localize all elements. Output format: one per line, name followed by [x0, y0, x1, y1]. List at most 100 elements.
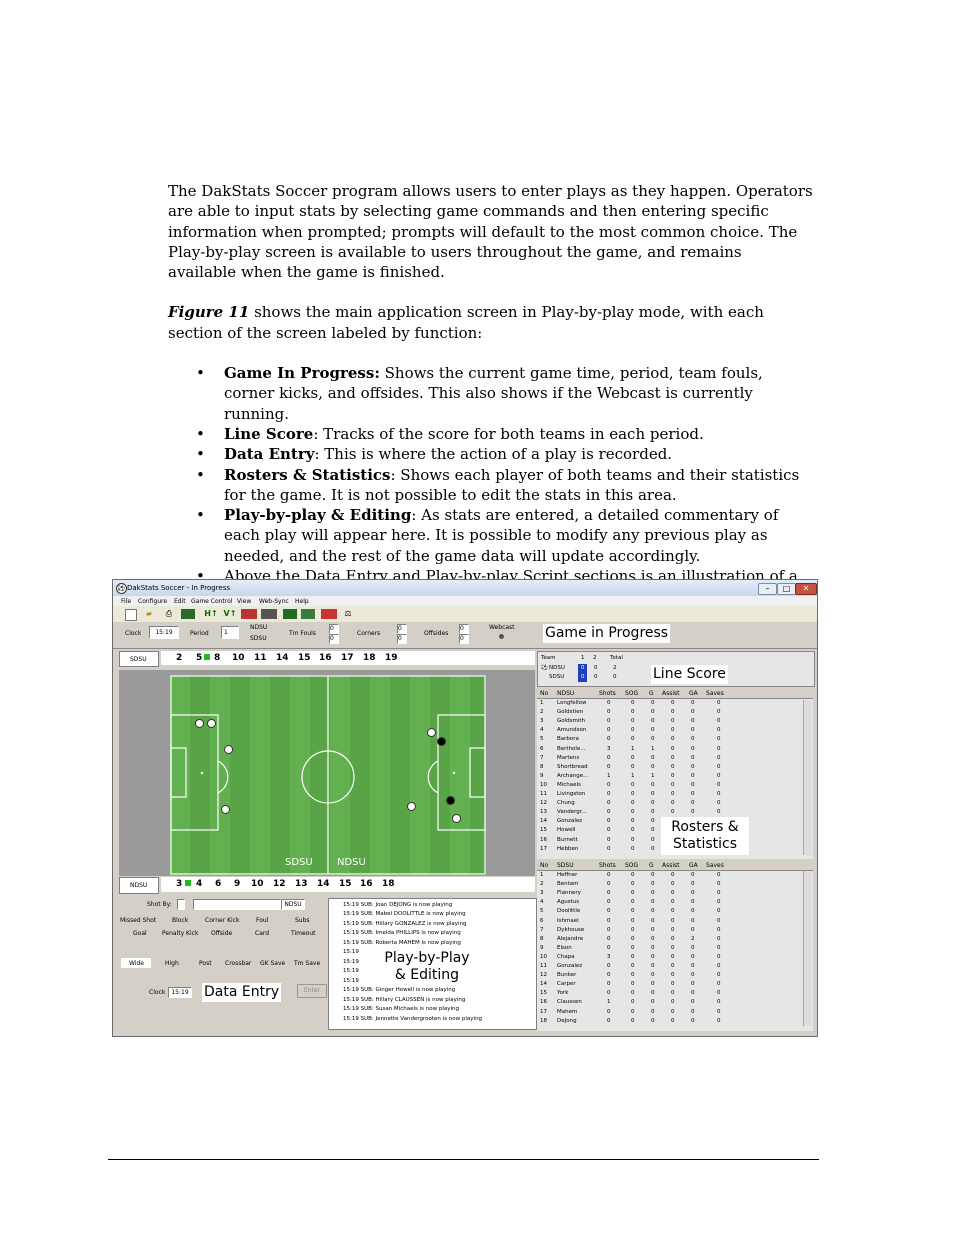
shot-marker[interactable]	[452, 814, 461, 823]
soccer-field[interactable]	[170, 675, 486, 875]
player-number[interactable]: 16	[360, 879, 373, 889]
col-no[interactable]: No	[540, 690, 549, 697]
player-number[interactable]: 18	[382, 879, 395, 889]
list-item[interactable]: 15:19 SUB: Joan DEJONG is now playing	[343, 902, 453, 908]
player-number[interactable]: 13	[295, 879, 308, 889]
play-by-play-list[interactable]: 15:19 SUB: Joan DEJONG is now playing 15…	[328, 898, 537, 1030]
player-number[interactable]: 11	[254, 653, 267, 663]
list-item[interactable]: 15:19	[343, 949, 359, 955]
shot-marker[interactable]	[224, 745, 233, 754]
player-number[interactable]: 18	[363, 653, 376, 663]
list-item[interactable]: 15:19 SUB: Roberta MAHEM is now playing	[343, 940, 461, 946]
field-icon[interactable]	[283, 609, 297, 619]
post-button[interactable]: Post	[199, 960, 212, 967]
player-number[interactable]: 4	[196, 879, 203, 889]
menu-configure[interactable]: Configure	[138, 598, 168, 605]
list-item[interactable]: 15:19 SUB: Susan Michaels is now playing	[343, 1006, 460, 1012]
list-item[interactable]: 15:19 SUB: Mabel DOOLITTLE is now playin…	[343, 911, 466, 917]
col-assist[interactable]: Assist	[662, 690, 680, 697]
player-number[interactable]: 17	[341, 653, 354, 663]
shot-marker[interactable]	[427, 728, 436, 737]
shot-marker[interactable]	[407, 802, 416, 811]
stats-icon[interactable]	[261, 609, 277, 619]
clock-input[interactable]: 15:19	[168, 987, 192, 998]
wide-button[interactable]: Wide	[129, 960, 144, 967]
col-sog[interactable]: SOG	[625, 690, 639, 697]
list-item[interactable]: 15:19 SUB: Imelda PHILLIPS is now playin…	[343, 930, 461, 936]
player-number[interactable]: 10	[232, 653, 245, 663]
gk-save-button[interactable]: GK Save	[260, 960, 286, 967]
corner-kick-button[interactable]: Corner Kick	[205, 917, 240, 924]
col-ga[interactable]: GA	[689, 862, 698, 869]
list-item[interactable]: 15:19	[343, 978, 359, 984]
shot-marker[interactable]	[221, 805, 230, 814]
player-number[interactable]: 15	[339, 879, 352, 889]
menu-web-sync[interactable]: Web-Sync	[259, 598, 289, 605]
list-item[interactable]: 15:19 SUB: Ginger Howell is now playing	[343, 987, 456, 993]
col-g[interactable]: G	[649, 690, 654, 697]
open-folder-icon[interactable]: ▰	[145, 609, 153, 618]
col-shots[interactable]: Shots	[599, 690, 616, 697]
player-number[interactable]: 14	[317, 879, 330, 889]
col-g[interactable]: G	[649, 862, 654, 869]
menu-file[interactable]: File	[121, 598, 132, 605]
lineup-icon[interactable]	[301, 609, 315, 619]
player-number[interactable]: 16	[319, 653, 332, 663]
stat-sheet-icon[interactable]	[321, 609, 337, 619]
subs-button[interactable]: Subs	[295, 917, 310, 924]
player-number[interactable]: 8	[214, 653, 221, 663]
scoreboard-icon[interactable]	[241, 609, 257, 619]
player-number[interactable]: 12	[273, 879, 286, 889]
player-number[interactable]: 15	[298, 653, 311, 663]
list-item[interactable]: 15:19 SUB: Hillary CLAUSSEN is now playi…	[343, 997, 466, 1003]
missed-shot-button[interactable]: Missed Shot	[120, 917, 157, 924]
tm-save-button[interactable]: Tm Save	[294, 960, 321, 967]
visitor-up-icon[interactable]: V↑	[223, 609, 237, 618]
goal-button[interactable]: Goal	[133, 930, 147, 937]
offside-button[interactable]: Offside	[211, 930, 233, 937]
shot-by-team[interactable]: NDSU	[281, 899, 305, 910]
sdsu-scrollbar[interactable]	[803, 871, 812, 1026]
shot-marker[interactable]	[207, 719, 216, 728]
col-no[interactable]: No	[540, 862, 549, 869]
player-number[interactable]: 3	[176, 879, 183, 889]
list-item[interactable]: 15:19 SUB: Hillary GONZALEZ is now playi…	[343, 921, 467, 927]
player-number[interactable]: 6	[215, 879, 222, 889]
top-team-box[interactable]: SDSU	[119, 651, 159, 667]
list-item[interactable]: 15:19	[343, 959, 359, 965]
col-saves[interactable]: Saves	[706, 862, 724, 869]
home-up-icon[interactable]: H↑	[204, 609, 218, 618]
goal-marker[interactable]	[446, 796, 455, 805]
crossbar-button[interactable]: Crossbar	[225, 960, 252, 967]
card-button[interactable]: Card	[255, 930, 270, 937]
col-assist[interactable]: Assist	[662, 862, 680, 869]
timeout-button[interactable]: Timeout	[291, 930, 316, 937]
close-icon[interactable]: ✕	[795, 583, 817, 595]
menu-edit[interactable]: Edit	[174, 598, 186, 605]
col-sog[interactable]: SOG	[625, 862, 639, 869]
player-number[interactable]: 5	[196, 653, 203, 663]
menu-game-control[interactable]: Game Control	[191, 598, 233, 605]
col-shots[interactable]: Shots	[599, 862, 616, 869]
shot-marker[interactable]	[195, 719, 204, 728]
shot-by-player-input[interactable]	[193, 899, 281, 910]
col-saves[interactable]: Saves	[706, 690, 724, 697]
enter-button[interactable]: Enter	[297, 984, 327, 998]
list-item[interactable]: 15:19	[343, 968, 359, 974]
ndsu-scrollbar[interactable]	[803, 700, 812, 855]
player-number[interactable]: 19	[385, 653, 398, 663]
field-view-icon[interactable]	[181, 609, 195, 619]
minimize-icon[interactable]: –	[758, 583, 777, 595]
player-number[interactable]: 9	[234, 879, 241, 889]
menu-help[interactable]: Help	[295, 598, 309, 605]
penalty-kick-button[interactable]: Penalty Kick	[162, 930, 199, 937]
goal-marker[interactable]	[437, 737, 446, 746]
foul-button[interactable]: Foul	[256, 917, 269, 924]
high-button[interactable]: High	[165, 960, 179, 967]
new-file-icon[interactable]	[125, 609, 137, 621]
col-team[interactable]: NDSU	[557, 690, 575, 697]
maximize-icon[interactable]: □	[777, 583, 796, 595]
col-team[interactable]: SDSU	[557, 862, 574, 869]
print-icon[interactable]: ⎙	[165, 609, 173, 618]
bottom-team-box[interactable]: NDSU	[119, 877, 159, 894]
